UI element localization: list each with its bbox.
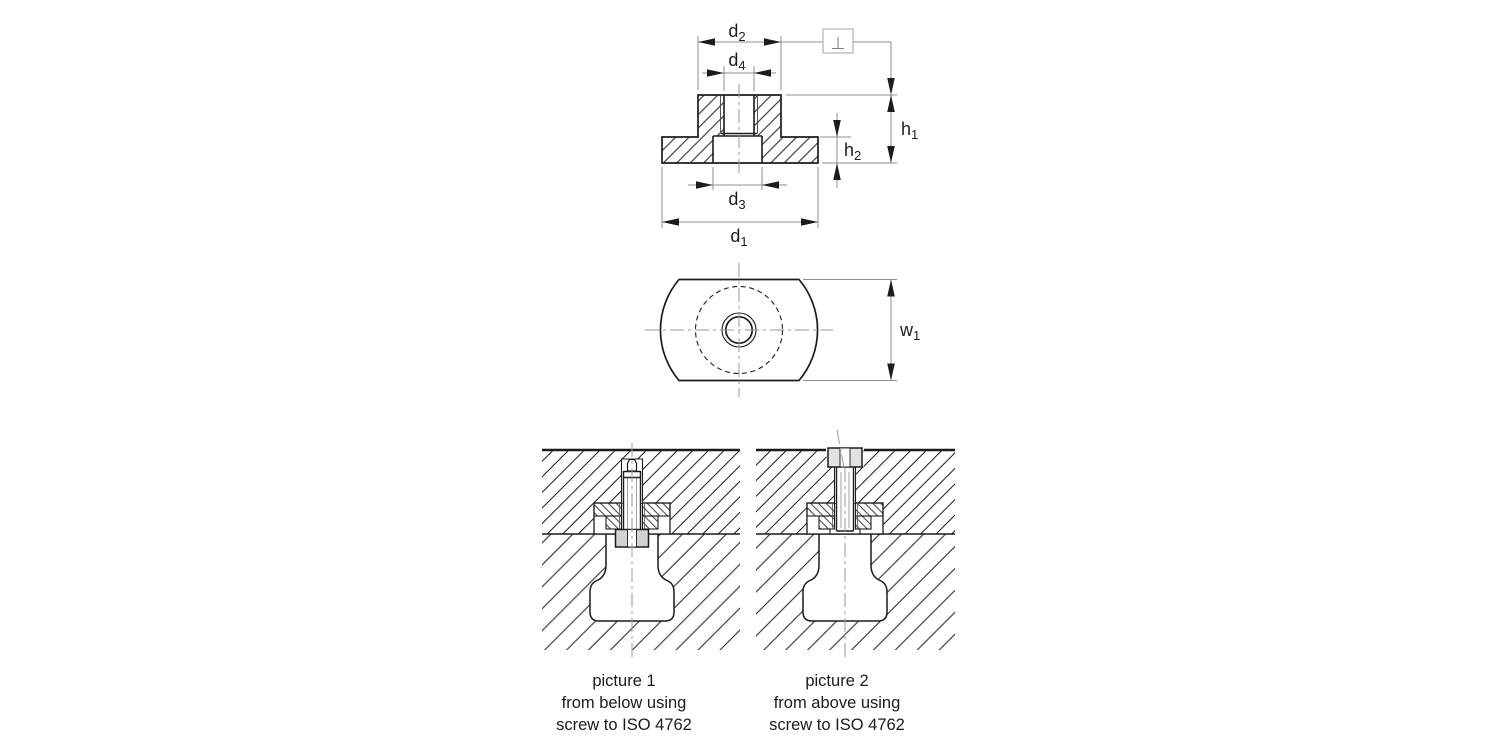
p1-caption-line-2: from below using: [562, 694, 687, 712]
p1-caption-line-1: picture 1: [592, 672, 655, 690]
dim-d1-lines: [661, 167, 819, 228]
p2-nut-counterbore: [829, 529, 861, 534]
tolerance-frame: [822, 28, 854, 54]
dim-h2-arrows: [833, 120, 841, 180]
top-view-centerlines: [645, 263, 833, 397]
p2-screw-socket: [839, 447, 851, 468]
picture-1: [542, 443, 740, 657]
dim-w1-label: w1: [899, 320, 920, 343]
tolerance-leader: [781, 41, 892, 79]
tolerance-callout: ⊥: [781, 28, 895, 95]
dim-d4-arrows: [707, 69, 771, 77]
dim-d1-arrows: [662, 218, 818, 226]
p1-caption-line-3: screw to ISO 4762: [556, 716, 692, 734]
p2-caption-line-2: from above using: [774, 694, 901, 712]
p2-nut-flange-right: [854, 502, 884, 517]
p1-nut-section: [593, 502, 671, 534]
dim-d2-label: d2: [728, 21, 745, 44]
dim-d1-label: d1: [730, 226, 747, 249]
picture-2: [756, 429, 955, 657]
dim-d3: d3: [688, 167, 787, 212]
dim-h2-label: h2: [844, 140, 861, 163]
dim-d1: d1: [661, 167, 819, 249]
p2-screw-thread-lines: [840, 472, 850, 528]
dim-h1: h1: [786, 94, 918, 164]
dim-d2: d2: [697, 21, 782, 90]
p1-screw-shank-outline: [622, 470, 642, 530]
picture-2-caption: picture 2 from above using screw to ISO …: [769, 672, 905, 734]
dim-d3-arrows: [696, 181, 779, 189]
top-view: w1: [645, 263, 920, 397]
dim-h1-label: h1: [901, 119, 918, 142]
tolerance-leader-arrow: [887, 78, 895, 95]
p2-caption-line-1: picture 2: [805, 672, 868, 690]
p2-nut-section: [806, 502, 884, 534]
dim-d3-label: d3: [728, 189, 745, 212]
dim-d4: d4: [702, 50, 776, 91]
p2-centerline: [836, 429, 846, 657]
picture-1-caption: picture 1 from below using screw to ISO …: [556, 672, 692, 734]
p2-nut-thread-crest: [832, 503, 858, 529]
p1-nut-boss-left: [605, 515, 623, 530]
part-outline: [661, 94, 819, 164]
dim-d2-arrows: [698, 38, 781, 46]
p2-nut-boss-right: [854, 515, 872, 530]
section-view: d2 d4 ⊥ h1 h2: [661, 21, 918, 249]
part-section-hatch: [662, 95, 818, 163]
thread-bore-outline: [712, 95, 763, 163]
p1-screw-thread-lines: [627, 478, 637, 529]
p1-nut-boss-right: [641, 515, 659, 530]
perpendicularity-icon: ⊥: [831, 34, 846, 54]
dim-h2: h2: [820, 113, 861, 188]
p2-clearance-hole-walls: [833, 467, 857, 503]
dim-d4-label: d4: [728, 50, 745, 73]
p2-caption-line-3: screw to ISO 4762: [769, 716, 905, 734]
p1-nut-thread-crest: [619, 503, 645, 529]
p2-nut-boss-left: [818, 515, 836, 530]
dim-h1-arrows: [887, 95, 895, 163]
p1-nut-flange-left: [593, 502, 623, 517]
p1-screw-tip: [626, 458, 638, 472]
dim-w1: w1: [803, 279, 920, 381]
p2-nut-flange-left: [806, 502, 836, 517]
thread-crest-lines: [720, 95, 758, 134]
p1-nut-flange-right: [641, 502, 671, 517]
